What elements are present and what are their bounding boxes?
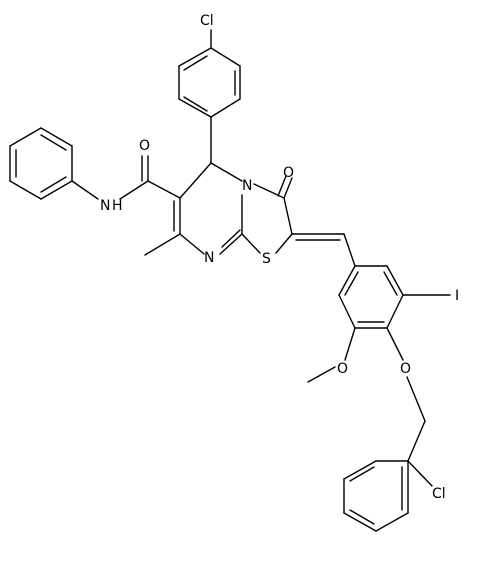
iodine-label: I	[455, 288, 459, 304]
amide-group	[71, 155, 181, 200]
methyl-bond	[144, 233, 181, 256]
vinyl-aryl-bond	[343, 233, 356, 267]
ether-oxygen-label: O	[400, 361, 411, 377]
phenyl-ring-left	[9, 127, 73, 200]
oxo-oxygen-label: O	[283, 165, 294, 181]
chlorophenyl-ring-top	[178, 29, 241, 118]
benzyl-bond	[407, 420, 426, 462]
methoxy-methyl-bond	[307, 366, 336, 383]
chlorine-label-bottom: Cl	[432, 486, 446, 502]
amide-nitrogen-label: N	[100, 198, 110, 214]
methoxy-oxygen-label: O	[337, 361, 348, 377]
amide-oxygen-label: O	[139, 138, 150, 154]
thiazole-ring	[241, 175, 293, 254]
imine-nitrogen-label: N	[204, 250, 214, 266]
sulfur-label: S	[262, 251, 271, 267]
pyrimidine-ring	[173, 162, 243, 255]
ring-nitrogen-label: N	[242, 178, 252, 194]
benzylidene-ring	[338, 265, 451, 361]
chlorobenzyl-ring	[343, 460, 433, 532]
amide-hydrogen-label: H	[112, 198, 123, 214]
ether-ch2-bond	[406, 376, 426, 422]
chlorine-label-top: Cl	[200, 13, 214, 29]
